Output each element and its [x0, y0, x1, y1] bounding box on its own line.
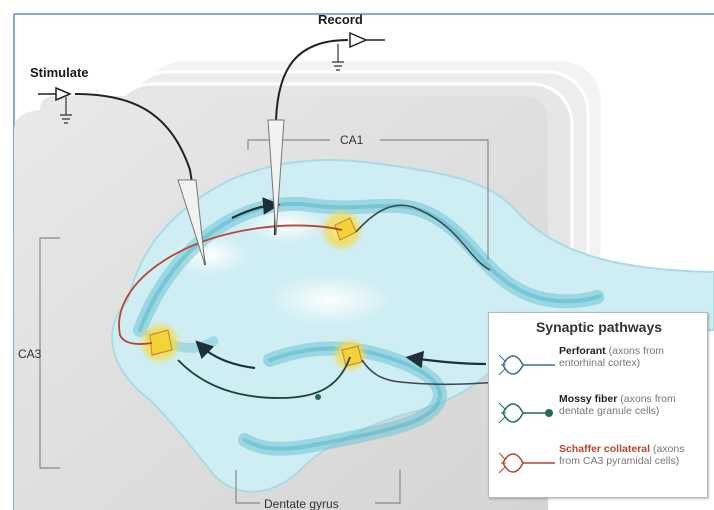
record-amplifier-icon [350, 33, 366, 47]
ca1-label: CA1 [340, 133, 364, 147]
stimulate-label: Stimulate [30, 65, 89, 80]
legend-name-mossy-fiber: Mossy fiber [559, 393, 617, 405]
legend-text-perforant: Perforant (axons from entorhinal cortex) [559, 345, 707, 369]
dentate-gyrus-label: Dentate gyrus [264, 497, 339, 510]
legend-name-perforant: Perforant [559, 345, 606, 357]
legend-name-schaffer-collateral: Schaffer collateral [559, 443, 650, 455]
legend-text-schaffer-collateral: Schaffer collateral (axons from CA3 pyra… [559, 443, 707, 467]
mossy-fiber-neuron-icon [497, 395, 557, 431]
record-label: Record [318, 12, 363, 27]
synaptic-pathways-legend: Synaptic pathways Perforant (axons from … [488, 312, 708, 498]
ca3-label: CA3 [18, 347, 42, 361]
perforant-neuron-icon [497, 347, 557, 383]
legend-title: Synaptic pathways [489, 319, 709, 335]
legend-text-mossy-fiber: Mossy fiber (axons from dentate granule … [559, 393, 707, 417]
legend-item-perforant: Perforant (axons from entorhinal cortex) [489, 345, 709, 397]
legend-item-schaffer-collateral: Schaffer collateral (axons from CA3 pyra… [489, 443, 709, 495]
legend-item-mossy-fiber: Mossy fiber (axons from dentate granule … [489, 393, 709, 445]
schaffer-collateral-neuron-icon [497, 445, 557, 481]
